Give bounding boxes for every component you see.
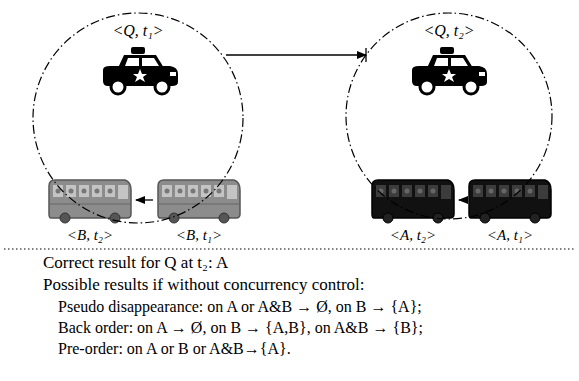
bus-node: <B, t₁> (153, 178, 245, 246)
query-label: <Q, t₂> (345, 22, 553, 40)
note-text: Back order: on A → Ø, on B → {A,B}, on A… (58, 318, 423, 337)
query-label: <Q, t₁> (32, 22, 244, 40)
note-text: Correct result for Q at t₂: A (43, 253, 228, 272)
circle-outline (32, 12, 244, 224)
bus-gray (49, 180, 131, 223)
bus-node: <A, t₂> (367, 178, 459, 246)
bus-black (372, 180, 454, 223)
object-label: <B, t₂> (44, 226, 136, 244)
arrow-line (459, 199, 464, 200)
query-circle: <Q, t₂><A, t₂> (345, 12, 553, 220)
arrow-line (226, 54, 366, 55)
note-text: Pseudo disappearance: on A or A&B → Ø, o… (58, 297, 422, 316)
object-label: <B, t₁> (153, 226, 245, 244)
bus-black (469, 180, 551, 223)
query-circle: <Q, t₁><B, t₂> (32, 12, 244, 224)
note-text: Pre-order: on A or B or A&B→{A}. (58, 339, 291, 358)
object-label: <A, t₁> (464, 226, 556, 244)
arrow-line (136, 199, 153, 200)
bus-gray (158, 180, 240, 223)
object-label: <A, t₂> (367, 226, 459, 244)
movement-arrow (226, 48, 366, 62)
bus-node: <B, t₂> (44, 178, 136, 246)
circle-outline (345, 12, 553, 220)
note-text: Possible results if without concurrency … (43, 275, 365, 294)
movement-arrow (136, 200, 153, 201)
bus-node: <A, t₁> (464, 178, 556, 246)
movement-arrow (459, 200, 464, 201)
police-car (103, 47, 178, 94)
police-car (412, 47, 487, 94)
separator-line (4, 249, 575, 250)
